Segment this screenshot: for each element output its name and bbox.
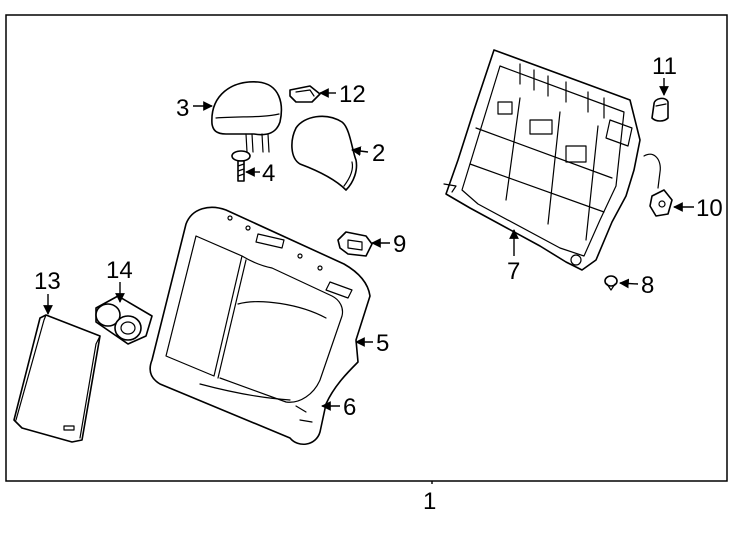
callout-6: 6 xyxy=(343,394,356,421)
headrest-cover-part[interactable] xyxy=(291,115,358,191)
callout-10: 10 xyxy=(696,195,723,222)
callout-11: 11 xyxy=(652,53,677,80)
leader-2 xyxy=(351,146,369,156)
callout-4: 4 xyxy=(262,160,275,187)
callout-1: 1 xyxy=(423,488,436,515)
callout-13: 13 xyxy=(34,268,61,295)
cup-holder-part[interactable] xyxy=(95,295,153,345)
latch-bezel-part[interactable] xyxy=(337,231,373,257)
armrest-part[interactable] xyxy=(13,314,101,443)
callout-9: 9 xyxy=(393,231,406,258)
callout-14: 14 xyxy=(106,257,133,284)
callout-8: 8 xyxy=(641,272,654,299)
push-clip-part[interactable] xyxy=(604,275,618,291)
seat-back-frame-part[interactable] xyxy=(443,49,641,271)
diagram-frame xyxy=(5,14,728,482)
latch-cable-part[interactable] xyxy=(643,153,673,217)
seat-back-cushion-part[interactable] xyxy=(149,206,371,445)
callout-12: 12 xyxy=(339,81,366,108)
headrest-guide-part[interactable] xyxy=(289,85,321,103)
callout-2: 2 xyxy=(372,140,385,167)
callout-3: 3 xyxy=(176,95,189,122)
bolt-part[interactable] xyxy=(231,150,251,182)
headrest-part[interactable] xyxy=(211,81,283,153)
callout-labels: 1 2 3 4 5 6 7 8 9 10 11 12 13 14 xyxy=(34,53,723,515)
cap-part[interactable] xyxy=(651,97,669,122)
callout-7: 7 xyxy=(507,258,520,285)
callout-5: 5 xyxy=(376,330,389,357)
leader-lines xyxy=(43,78,694,484)
leader-8 xyxy=(619,278,639,289)
